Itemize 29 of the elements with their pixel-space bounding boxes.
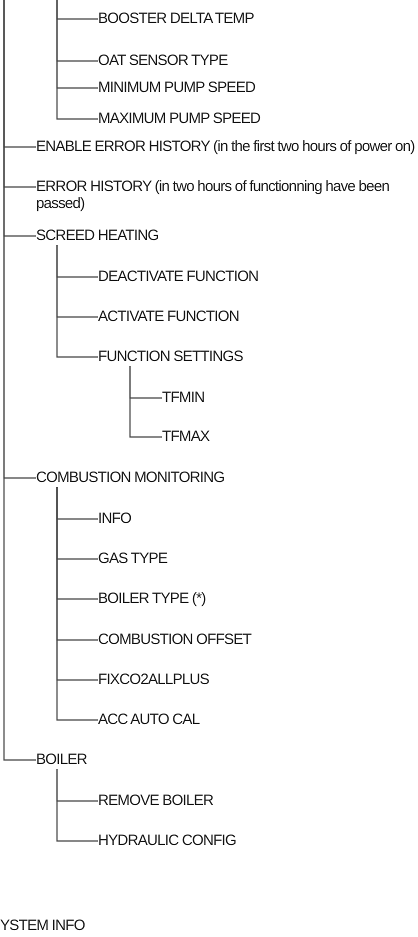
- menu-item-label: ACTIVATE FUNCTION: [98, 308, 239, 326]
- menu-item-label: BOILER TYPE (*): [98, 590, 206, 608]
- menu-item-label: HYDRAULIC CONFIG: [98, 832, 236, 850]
- menu-item-label: COMBUSTION MONITORING: [36, 469, 224, 487]
- menu-item-label: REMOVE BOILER: [98, 792, 214, 810]
- tree-connector: [56, 245, 98, 358]
- tree-connector: [56, 769, 98, 842]
- menu-item-label: GAS TYPE: [98, 550, 168, 568]
- menu-item-label: BOILER: [36, 751, 87, 769]
- menu-item-label: ERROR HISTORY (in two hours of functionning have been passed): [36, 178, 416, 212]
- menu-item-label: INFO: [98, 510, 132, 528]
- tree-connector: [56, 487, 98, 721]
- tree-connector: [3, 0, 36, 761]
- menu-item-label: FUNCTION SETTINGS: [98, 348, 243, 366]
- menu-item-label: ACC AUTO CAL: [98, 711, 200, 729]
- section-heading: YSTEM INFO: [0, 917, 85, 935]
- menu-item-label: MINIMUM PUMP SPEED: [98, 79, 256, 97]
- menu-item-label: BOOSTER DELTA TEMP: [98, 10, 254, 28]
- menu-item-label: FIXCO2ALLPLUS: [98, 671, 209, 689]
- tree-connector: [56, 0, 98, 120]
- menu-item-label: TFMIN: [162, 389, 204, 407]
- menu-item-label: ENABLE ERROR HISTORY (in the first two hours of power on): [36, 138, 416, 155]
- menu-item-label: OAT SENSOR TYPE: [98, 52, 228, 70]
- menu-item-label: MAXIMUM PUMP SPEED: [98, 110, 260, 128]
- menu-item-label: TFMAX: [162, 428, 210, 446]
- menu-item-label: DEACTIVATE FUNCTION: [98, 268, 258, 286]
- tree-connector: [129, 366, 162, 438]
- menu-item-label: SCREED HEATING: [36, 227, 158, 245]
- menu-item-label: COMBUSTION OFFSET: [98, 631, 252, 649]
